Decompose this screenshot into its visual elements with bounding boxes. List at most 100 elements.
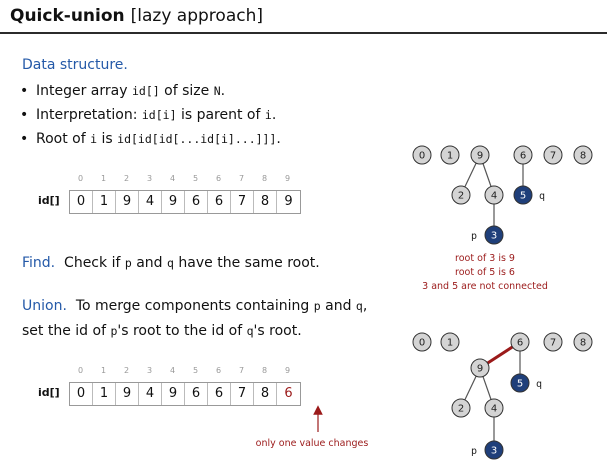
tree-node: 8 <box>573 145 593 165</box>
tree-node: 1 <box>440 145 460 165</box>
tree-bottom-edges <box>460 340 521 450</box>
bullet-item: Integer array id[] of size N. <box>20 79 281 103</box>
array-cell: 9 <box>162 383 185 405</box>
array-index: 6 <box>215 366 222 375</box>
find-note: 3 and 5 are not connected <box>422 281 548 292</box>
data-structure-heading: Data structure. <box>22 57 128 73</box>
tree-node: 4 <box>484 185 504 205</box>
union-heading: Union. <box>22 298 67 314</box>
tree-node: 6 <box>513 145 533 165</box>
tree-node-label: 8 <box>580 151 586 162</box>
tree-node-label: 3 <box>491 231 497 242</box>
array-index: 9 <box>284 366 291 375</box>
tree-node-label: 6 <box>517 338 523 349</box>
array-index: 1 <box>100 174 107 183</box>
array-index: 7 <box>238 366 245 375</box>
array-index: 3 <box>146 174 153 183</box>
find-note: root of 5 is 6 <box>455 267 515 278</box>
tree-node: 4 <box>484 398 504 418</box>
array-index: 3 <box>146 366 153 375</box>
find-heading: Find. <box>22 255 56 271</box>
array-cell: 1 <box>93 383 116 405</box>
find-text: Find. Check if p and q have the same roo… <box>22 255 320 271</box>
array-cell: 9 <box>162 191 185 213</box>
array-index: 6 <box>215 174 222 183</box>
find-note: root of 3 is 9 <box>455 253 515 264</box>
tree-node-label: 2 <box>458 404 464 415</box>
array-index: 0 <box>77 174 84 183</box>
array-cell: 7 <box>231 383 254 405</box>
tree-node-label: 1 <box>447 338 453 349</box>
q-label: q <box>539 191 545 202</box>
q-label: q <box>536 379 542 390</box>
tree-node: 9 <box>470 358 490 378</box>
array-index: 4 <box>169 174 176 183</box>
array-cell: 6 <box>208 191 231 213</box>
array-cell: 6 <box>185 383 208 405</box>
tree-node: 0 <box>412 145 432 165</box>
data-structure-bullets: Integer array id[] of size N. Interpreta… <box>20 79 281 151</box>
array-label: id[] <box>38 194 60 207</box>
array-index: 2 <box>123 174 130 183</box>
bullet-item: Interpretation: id[i] is parent of i. <box>20 103 281 127</box>
tree-node: 8 <box>573 332 593 352</box>
tree-node: 5 <box>513 185 533 205</box>
array-cell: 6 <box>208 383 231 405</box>
array-index: 8 <box>261 174 268 183</box>
array-index: 1 <box>100 366 107 375</box>
tree-node-label: 4 <box>491 191 497 202</box>
title-main: Quick-union <box>10 6 125 26</box>
array-index: 2 <box>123 366 130 375</box>
array-index: 0 <box>77 366 84 375</box>
title-subtitle: [lazy approach] <box>130 6 263 26</box>
array-index: 7 <box>238 174 245 183</box>
array-index: 5 <box>192 174 199 183</box>
tree-node: 7 <box>543 145 563 165</box>
union-line-2: set the id of p's root to the id of q's … <box>22 323 302 339</box>
tree-node-label: 0 <box>419 338 425 349</box>
tree-node-label: 9 <box>477 151 483 162</box>
array-cell: 8 <box>254 383 277 405</box>
tree-node: 2 <box>451 398 471 418</box>
array-cell: 7 <box>231 191 254 213</box>
array-index: 8 <box>261 366 268 375</box>
tree-node: 6 <box>510 332 530 352</box>
tree-node-label: 6 <box>520 151 526 162</box>
slide-title: Quick-union[lazy approach] <box>10 6 263 26</box>
array-cell: 9 <box>116 191 139 213</box>
tree-node-label: 0 <box>419 151 425 162</box>
tree-node-label: 3 <box>491 446 497 457</box>
tree-node-label: 5 <box>520 191 526 202</box>
tree-node-label: 5 <box>517 379 523 390</box>
title-rule <box>0 32 607 34</box>
p-label: p <box>471 231 477 242</box>
array-cell: 0 <box>70 383 93 405</box>
bullet-item: Root of i is id[id[id[...id[i]...]]]. <box>20 127 281 151</box>
change-caption: only one value changes <box>255 438 369 449</box>
array-cell: 6 <box>284 386 293 401</box>
array-cell: 9 <box>116 383 139 405</box>
tree-node: 3 <box>484 440 504 460</box>
array-cell: 6 <box>185 191 208 213</box>
tree-node-label: 2 <box>458 191 464 202</box>
array-cell: 1 <box>93 191 116 213</box>
array-cell: 0 <box>70 191 93 213</box>
tree-node-label: 4 <box>491 404 497 415</box>
array-cell: 4 <box>139 191 162 213</box>
tree-node-label: 1 <box>447 151 453 162</box>
array-index: 5 <box>192 366 199 375</box>
tree-node: 9 <box>470 145 490 165</box>
tree-node-label: 7 <box>550 338 556 349</box>
tree-node: 1 <box>440 332 460 352</box>
array-index: 4 <box>169 366 176 375</box>
tree-node: 5 <box>510 373 530 393</box>
array-cell: 8 <box>254 191 277 213</box>
p-label: p <box>471 446 477 457</box>
tree-node: 2 <box>451 185 471 205</box>
